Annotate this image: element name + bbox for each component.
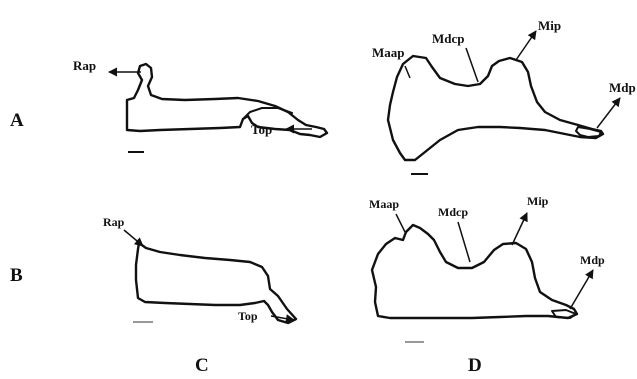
panel-d: Maap Mdcp Mip Mdp [369,194,605,342]
panel-b-middle-arrow [466,48,478,82]
panel-a-inner-ridge [243,108,292,119]
panel-a-outline [127,64,327,137]
panel-c-posterior-arrow [271,316,294,320]
panel-b-middle-label: Mdcp [432,31,465,46]
panel-a: Rap Top [73,58,327,152]
panel-d-posterior-loop [552,310,576,318]
column-label-d: D [468,355,482,376]
panel-d-anterior-label: Maap [369,197,399,211]
panel-d-anterior-arrow [396,214,406,234]
panel-d-middle-label: Mdcp [438,205,468,219]
panel-b-apex-arrow [516,31,536,60]
panel-a-posterior-label: Top [251,122,272,137]
panel-d-apex-label: Mip [527,194,549,208]
panel-b-apex-label: Mip [538,18,561,33]
panel-b-posterior-label: Mdp [609,80,636,95]
column-label-c: C [195,355,209,376]
panel-c-posterior-label: Top [238,309,258,323]
panel-b-anterior-label: Maap [372,45,405,60]
panel-a-anterior-label: Rap [73,58,96,73]
panel-b-posterior-loop [576,127,601,137]
row-label-b: B [10,265,23,286]
panel-c-anterior-label: Rap [103,215,125,229]
panel-d-posterior-label: Mdp [580,253,605,267]
panel-d-apex-arrow [512,213,527,245]
panel-d-posterior-arrow [570,270,593,309]
panel-c-outline [136,243,296,323]
panel-d-middle-arrow [458,222,470,262]
panel-d-outline [372,225,577,318]
panel-b-anterior-arrow [405,66,410,78]
row-label-a: A [10,110,24,131]
panel-c: Rap Top [103,215,296,323]
panel-b: Maap Mdcp Mip Mdp [372,18,636,174]
panel-c-anterior-arrow [124,230,143,246]
panel-b-outline [388,56,603,160]
panel-b-posterior-arrow [597,98,620,128]
